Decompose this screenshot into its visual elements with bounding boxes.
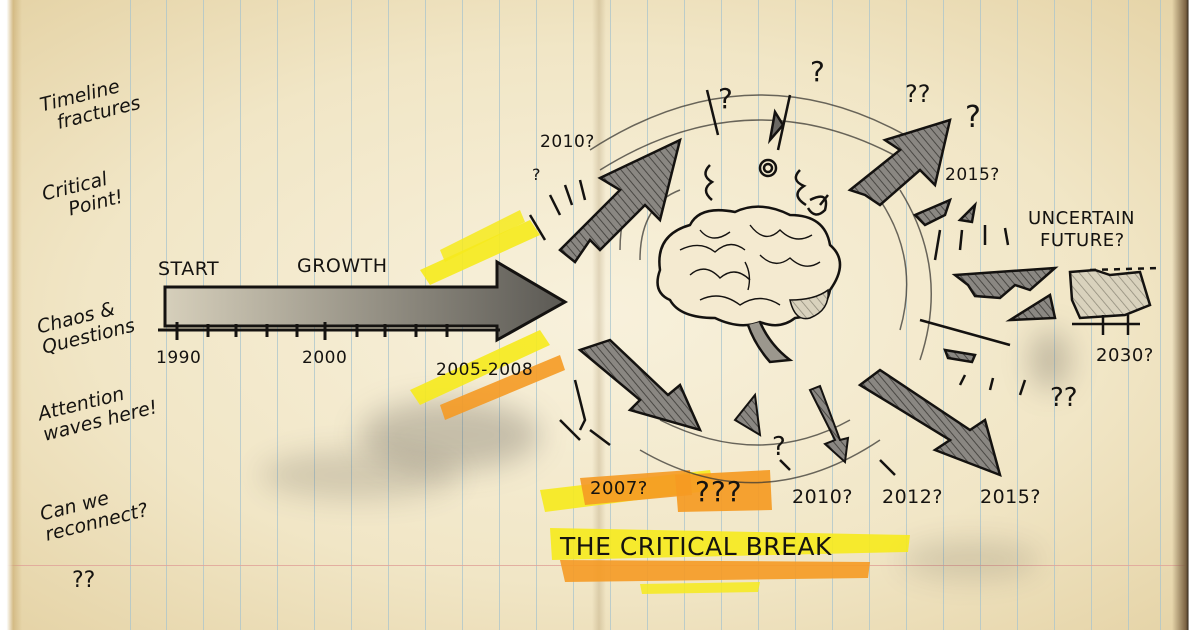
rule-line bbox=[943, 0, 944, 630]
future-label: FUTURE? bbox=[1040, 230, 1125, 251]
year-2012: 2012? bbox=[882, 486, 943, 508]
year-2015-upper: 2015? bbox=[945, 165, 1000, 185]
year-2030: 2030? bbox=[1096, 345, 1154, 366]
year-2010: 2010? bbox=[792, 486, 853, 508]
question-mark: ? bbox=[718, 82, 733, 115]
timeline-arrow bbox=[158, 259, 569, 343]
page-edge-left bbox=[0, 0, 22, 630]
rule-line bbox=[610, 0, 611, 630]
brain-icon bbox=[656, 205, 842, 364]
question-mark: ? bbox=[810, 55, 825, 88]
page-fold bbox=[592, 0, 606, 630]
pencil-smudge bbox=[260, 450, 460, 500]
rule-line bbox=[869, 0, 870, 630]
rule-line bbox=[647, 0, 648, 630]
tick-label-1990: 1990 bbox=[156, 348, 202, 368]
year-2007: 2007? bbox=[590, 478, 648, 499]
question-mark: ? bbox=[532, 165, 541, 184]
year-2010-upper: 2010? bbox=[540, 132, 595, 152]
triple-question: ??? bbox=[695, 475, 743, 508]
rule-line bbox=[980, 0, 981, 630]
uncertain-label: UNCERTAIN bbox=[1028, 208, 1135, 229]
shattered-arrows bbox=[558, 118, 1152, 478]
start-label: START bbox=[158, 258, 220, 280]
rule-line bbox=[684, 0, 685, 630]
question-mark: ? bbox=[772, 432, 786, 462]
rule-line bbox=[573, 0, 574, 630]
pencil-smudge bbox=[900, 540, 1040, 580]
year-2015: 2015? bbox=[980, 486, 1041, 508]
tick-label-2005-2008: 2005-2008 bbox=[436, 360, 534, 380]
highlighter-marks bbox=[410, 210, 910, 594]
growth-label: GROWTH bbox=[297, 255, 388, 277]
critical-break-headline: THE CRITICAL BREAK bbox=[560, 532, 832, 561]
question-mark: ?? bbox=[905, 80, 931, 108]
margin-note: ?? bbox=[72, 568, 96, 593]
page-edge-right bbox=[1172, 0, 1200, 630]
rule-line bbox=[832, 0, 833, 630]
rule-line bbox=[1160, 0, 1161, 630]
question-mark: ?? bbox=[1050, 383, 1078, 413]
rule-line bbox=[906, 0, 907, 630]
tick-label-2000: 2000 bbox=[302, 348, 348, 368]
rule-line bbox=[130, 0, 131, 630]
question-mark: ? bbox=[965, 100, 981, 135]
pencil-smudge bbox=[1030, 330, 1070, 390]
